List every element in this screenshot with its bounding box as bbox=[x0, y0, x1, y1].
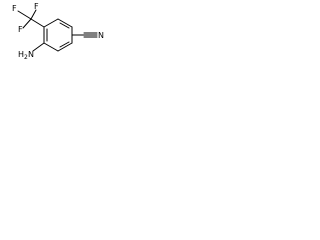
structure-diagram: F F F H 2 N N bbox=[0, 0, 111, 69]
ring-double-bond bbox=[59, 22, 70, 29]
ring-bond bbox=[57, 18, 73, 28]
ring-bond bbox=[43, 42, 59, 52]
c-f-bond bbox=[17, 10, 32, 20]
amino-subscript-label: 2 bbox=[24, 54, 28, 61]
amino-n-label: N bbox=[28, 50, 34, 59]
fluorine-label-lower: F bbox=[18, 25, 23, 34]
amino-bond bbox=[32, 42, 45, 52]
fluorine-label-upper-left: F bbox=[12, 4, 17, 13]
ring-bond bbox=[57, 42, 73, 52]
c-f-bond bbox=[22, 18, 32, 29]
ring-double-bond bbox=[59, 41, 70, 48]
amino-h-label: H bbox=[18, 50, 24, 59]
c-f-bond bbox=[30, 9, 37, 20]
ring-bond bbox=[43, 18, 59, 28]
bonds bbox=[17, 9, 98, 52]
cf3-bond bbox=[30, 18, 45, 28]
fluorine-label-upper-right: F bbox=[34, 2, 39, 11]
nitrile-n-label: N bbox=[98, 31, 104, 40]
molecule-svg: F F F H 2 N N bbox=[12, 2, 104, 61]
